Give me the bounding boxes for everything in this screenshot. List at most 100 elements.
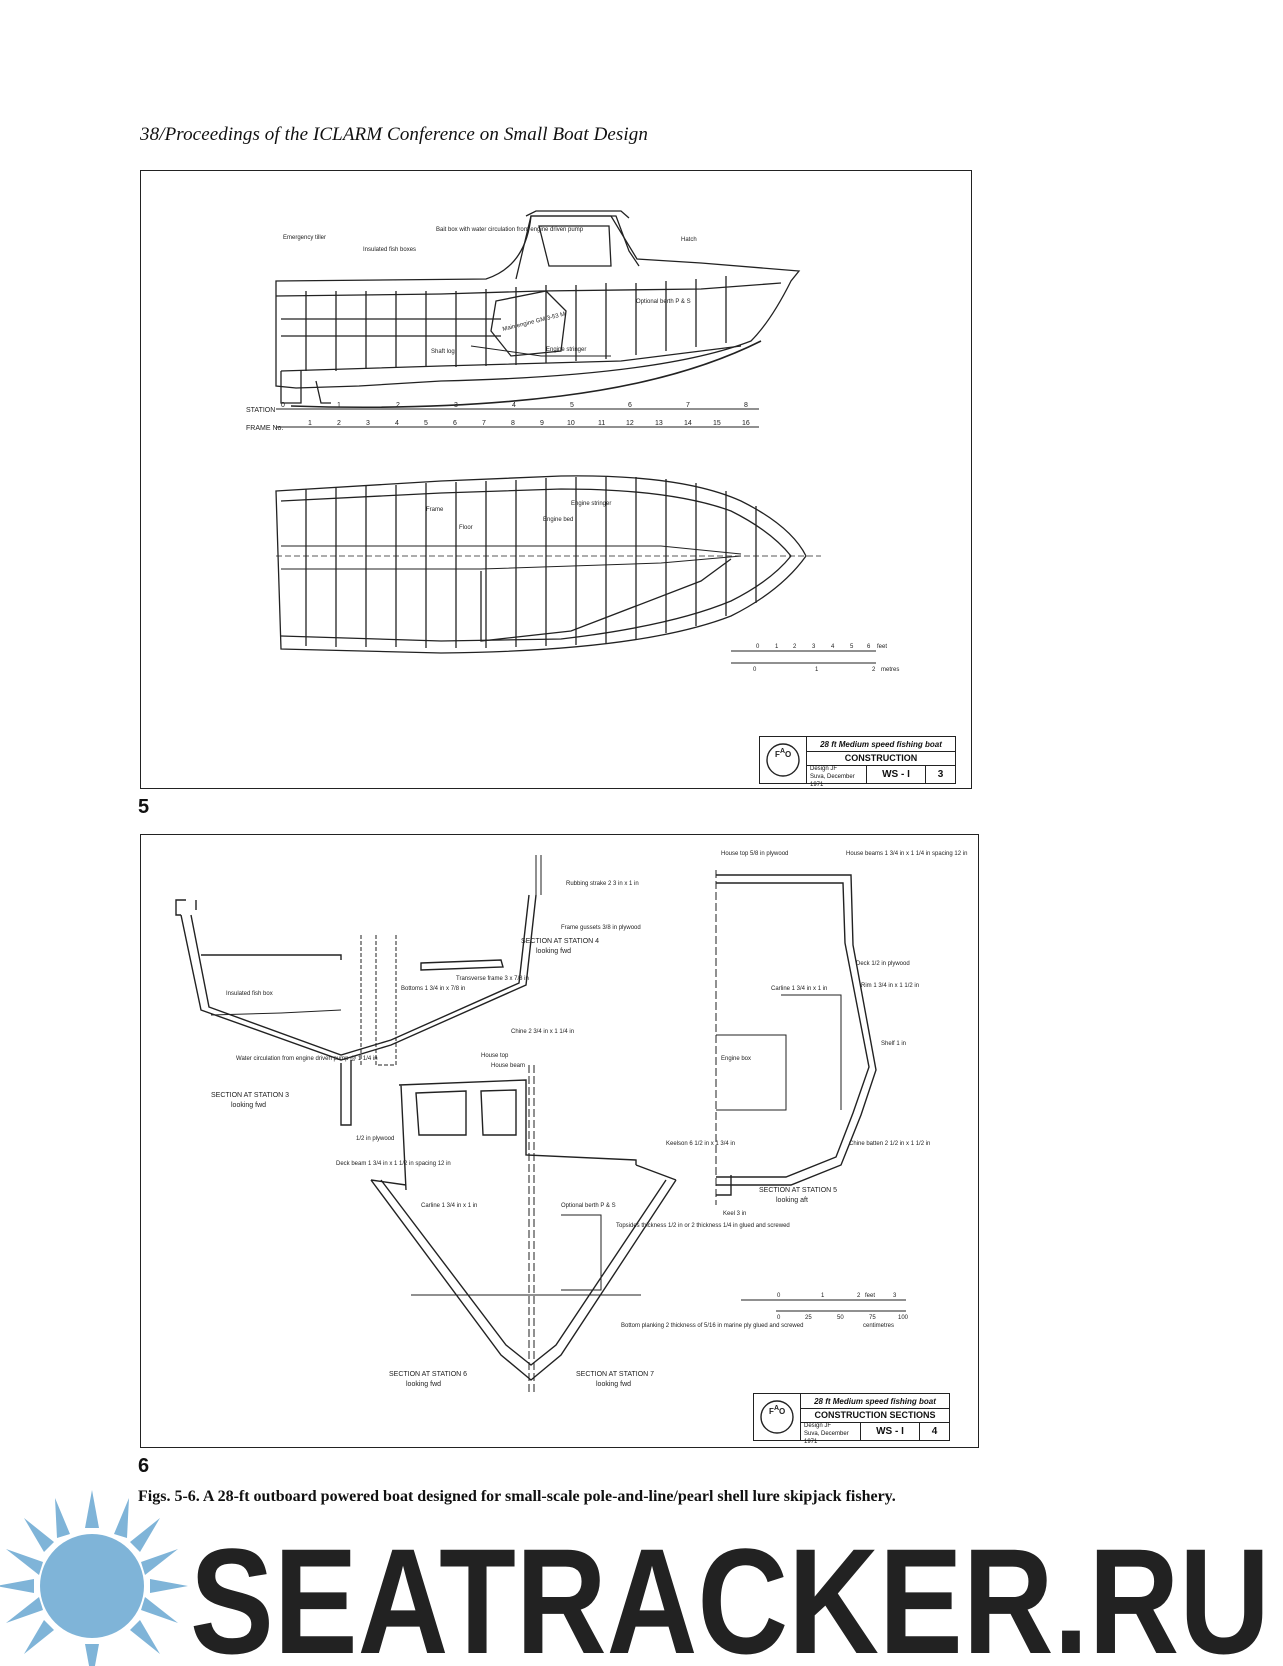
frame-tick: 4	[395, 420, 399, 427]
section-3-direction: looking fwd	[231, 1102, 266, 1109]
scale-feet-tick: 2	[857, 1293, 861, 1299]
svg-text:A: A	[780, 748, 785, 755]
callout-optional-berth: Optional berth P & S	[561, 1203, 616, 1209]
figure-6-drawing: Insulated fish box Water circulation fro…	[140, 834, 979, 1448]
callout-insulated-fish-box: Insulated fish box	[226, 991, 273, 997]
station-tick: 6	[628, 402, 632, 409]
callout-rim: Rim 1 3/4 in x 1 1/2 in	[861, 983, 919, 989]
section-5-hull	[716, 874, 877, 1186]
scale-feet-tick: 1	[775, 644, 779, 650]
section-7-direction: looking fwd	[596, 1381, 631, 1388]
callout-carline-a: Carline 1 3/4 in x 1 in	[421, 1203, 477, 1209]
scale-cm-tick: 0	[777, 1315, 781, 1321]
rudder	[280, 371, 302, 404]
section-6-title: SECTION AT STATION 6	[389, 1371, 467, 1378]
design-label: Design	[804, 1423, 823, 1429]
figure-5-drawing: STATION FRAME No. 0 1 2 3 4 5 6 7 8 1 2 …	[140, 170, 972, 789]
callout-main-engine: Main engine GM 3-53 M	[502, 312, 566, 333]
section-5-direction: looking aft	[776, 1197, 808, 1204]
drawing-code: WS - I	[867, 765, 926, 783]
callout-bait-box: Bait box with water circulation from eng…	[436, 227, 584, 233]
callout-frame-gussets: Frame gussets 3/8 in plywood	[561, 925, 641, 931]
station-tick: 0	[281, 402, 285, 409]
running-header: 38/Proceedings of the ICLARM Conference …	[140, 124, 649, 145]
place-date: Suva, December 1971	[804, 1431, 849, 1445]
callout-engine-stringer-plan: Engine stringer	[571, 501, 611, 507]
callout-optional-berth: Optional berth P & S	[636, 299, 691, 305]
sheet-number: 3	[937, 768, 944, 780]
scale-feet-tick: 3	[812, 644, 816, 650]
scale-cm-tick: 75	[869, 1315, 876, 1321]
section-3-title: SECTION AT STATION 3	[211, 1092, 289, 1099]
section-6-7-hull	[370, 1179, 677, 1381]
frame-tick: 10	[567, 420, 575, 427]
designer: JF	[824, 1423, 832, 1429]
callout-house-beam: House beam	[491, 1063, 525, 1069]
scale-feet-unit: feet	[877, 644, 887, 650]
frame-tick: 11	[598, 420, 605, 427]
scale-feet-unit: feet	[865, 1293, 875, 1299]
station-tick: 4	[512, 402, 516, 409]
scale-feet-tick: 1	[821, 1293, 825, 1299]
frame-tick: 9	[540, 420, 544, 427]
callout-house-beams: House beams 1 3/4 in x 1 1/4 in spacing …	[846, 851, 967, 857]
frame-tick: 5	[424, 420, 428, 427]
frame-tick: 15	[713, 420, 721, 427]
svg-text:F: F	[769, 1407, 774, 1416]
section-5-title: SECTION AT STATION 5	[759, 1187, 837, 1194]
figure-number: 6	[138, 1455, 150, 1477]
frame-tick: 6	[453, 420, 457, 427]
scale-metre-tick: 1	[815, 667, 819, 673]
section-7-title: SECTION AT STATION 7	[576, 1371, 654, 1378]
wheelhouse-outline	[515, 215, 640, 280]
graphic-scale-sections	[741, 1299, 906, 1312]
callout-topsides: Topsides thickness 1/2 in or 2 thickness…	[616, 1223, 790, 1229]
callout-chine-batten: Chine batten 2 1/2 in x 1 1/2 in	[849, 1141, 930, 1147]
construction-sections: Insulated fish box Water circulation fro…	[175, 851, 967, 1395]
drawing-subtitle: CONSTRUCTION	[807, 751, 955, 766]
station-tick: 3	[454, 402, 458, 409]
callout-bottom-planking: Bottom planking 2 thickness of 5/16 in m…	[621, 1323, 803, 1329]
scale-metre-unit: metres	[881, 667, 899, 673]
scale-feet-tick: 6	[867, 644, 871, 650]
svg-text:A: A	[774, 1405, 779, 1412]
scale-feet-tick: 4	[831, 644, 835, 650]
callout-emergency-tiller: Emergency tiller	[283, 235, 326, 241]
frame-tick: 12	[626, 420, 634, 427]
scale-feet-tick: 5	[850, 644, 854, 650]
scale-feet-tick: 3	[893, 1293, 897, 1299]
scale-feet-tick: 0	[777, 1293, 781, 1299]
profile-hull-outline	[275, 215, 801, 389]
callout-shaft-log: Shaft log	[431, 349, 455, 355]
scale-cm-unit: centimetres	[863, 1323, 894, 1329]
figure-caption: Figs. 5-6. A 28-ft outboard powered boat…	[138, 1488, 896, 1505]
drawing-title: 28 ft Medium speed fishing boat	[807, 737, 955, 752]
designer: JF	[830, 766, 838, 772]
svg-text:O: O	[779, 1407, 785, 1416]
scale-metre-tick: 2	[872, 667, 876, 673]
scale-cm-tick: 25	[805, 1315, 812, 1321]
graphic-scale	[731, 650, 876, 664]
callout-floor: Floor	[459, 525, 473, 531]
frame-tick: 13	[655, 420, 663, 427]
frame-tick: 1	[308, 420, 312, 427]
section-4-title: SECTION AT STATION 4	[521, 938, 599, 945]
callout-keel: Keel 3 in	[723, 1211, 746, 1217]
frame-tick: 14	[684, 420, 692, 427]
callout-house-top-plywood: House top 5/8 in plywood	[721, 851, 788, 857]
place-date: Suva, December 1971	[810, 774, 855, 788]
callout-engine-bed: Engine bed	[543, 517, 573, 523]
sun-logo-icon	[0, 1490, 188, 1666]
callout-chine: Chine 2 3/4 in x 1 1/4 in	[511, 1029, 574, 1035]
frame-tick: 3	[366, 420, 370, 427]
frame-tick: 7	[482, 420, 486, 427]
station-label: STATION	[246, 407, 275, 414]
callout-house-top: House top	[481, 1053, 509, 1059]
seatracker-watermark: SEATRACKER.RU	[0, 1490, 1270, 1666]
frame-tick: 2	[337, 420, 341, 427]
callout-bottoms: Bottoms 1 3/4 in x 7/8 in	[401, 986, 465, 992]
